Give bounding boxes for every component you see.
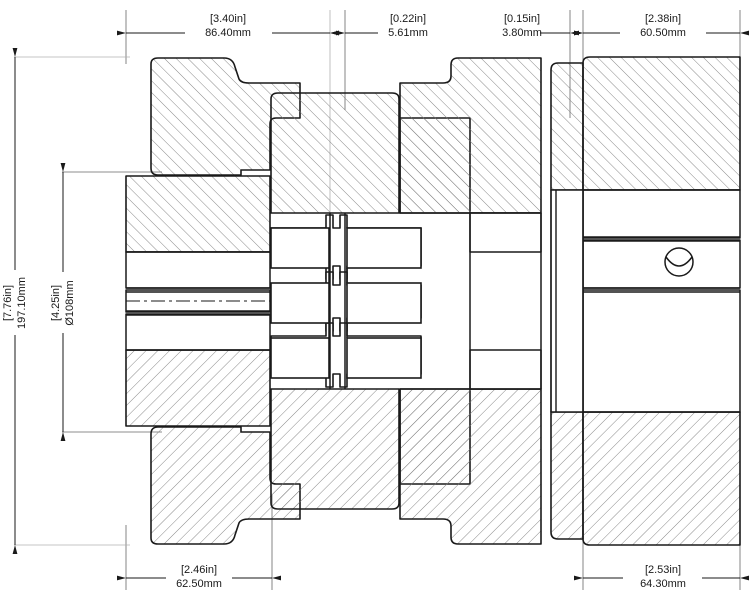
dim-bottom-2-53in: [2.53in] 64.30mm <box>574 564 749 590</box>
right-cavity-edges <box>469 212 542 390</box>
dimension-annotations: [3.40in] 86.40mm [0.22in] 5.61mm [0.15in… <box>2 13 749 590</box>
dim-bottom-2-46in: [2.46in] 62.50mm <box>117 564 281 590</box>
center-stem-lines <box>328 213 348 389</box>
left-main-body-upper <box>125 175 271 253</box>
slot-rectangles <box>270 227 422 379</box>
slot-upper-right <box>346 227 422 269</box>
far-right-stem-upper <box>550 62 584 191</box>
far-right-stem-lower <box>550 411 584 540</box>
slot-lower-left <box>270 337 330 379</box>
sphere-arc <box>665 256 693 267</box>
sphere-circle <box>664 247 694 277</box>
far-right-flange-upper <box>582 56 741 191</box>
dim-2-53in-mm: 64.30mm <box>640 578 686 590</box>
dim-left-4-25in: [4.25in] Ø108mm <box>50 163 76 441</box>
left-bore-band-mid <box>125 289 271 313</box>
dim-4-25in-mm: Ø108mm <box>64 280 76 325</box>
dim-top-0-22in: [0.22in] 5.61mm <box>297 13 428 39</box>
dim-0-15in-mm: 3.80mm <box>502 27 542 39</box>
dim-7-76in-mm: 197.10mm <box>16 277 28 329</box>
dim-2-53in-inch: [2.53in] <box>645 564 681 576</box>
dim-0-22in-mm: 5.61mm <box>388 27 428 39</box>
dim-2-38in-mm: 60.50mm <box>640 27 686 39</box>
right-cavity-lower <box>469 349 542 390</box>
left-body-bore-lines <box>126 251 271 351</box>
right-cavity-upper <box>469 212 542 253</box>
far-right-flange-lower <box>582 411 741 546</box>
lower-half <box>125 349 741 546</box>
central-block-upper <box>270 92 400 214</box>
right-flange-big-upper <box>399 57 542 214</box>
central-block-lower <box>270 388 400 510</box>
dim-2-38in-inch: [2.38in] <box>645 13 681 25</box>
right-chamber-lines <box>550 189 740 413</box>
sphere-detail <box>664 247 694 277</box>
slot-upper-left <box>270 227 330 269</box>
dim-2-46in-inch: [2.46in] <box>181 564 217 576</box>
upper-half <box>125 56 741 253</box>
dim-3-40in-mm: 86.40mm <box>205 27 251 39</box>
slot-mid-right <box>346 282 422 324</box>
left-top-flange-mirror <box>150 426 301 545</box>
right-flange-big-lower <box>399 388 542 545</box>
dim-2-46in-mm: 62.50mm <box>176 578 222 590</box>
slot-lower-right <box>346 337 422 379</box>
dim-0-22in-inch: [0.22in] <box>390 13 426 25</box>
dim-3-40in-inch: [3.40in] <box>210 13 246 25</box>
left-top-flange <box>150 57 301 176</box>
dim-4-25in-inch: [4.25in] <box>50 285 62 321</box>
left-main-body-lower <box>125 349 271 427</box>
left-bore-band-upper <box>125 251 271 289</box>
left-bore-band-lower <box>125 313 271 351</box>
far-right-chamber-mid <box>582 239 741 289</box>
dim-0-15in-inch: [0.15in] <box>504 13 540 25</box>
dim-7-76in-inch: [7.76in] <box>2 285 14 321</box>
dim-left-7-76in: [7.76in] 197.10mm <box>2 48 28 554</box>
dim-top-0-15in: [0.15in] 3.80mm <box>502 13 613 39</box>
far-right-chamber-bot <box>582 289 741 413</box>
slot-mid-left <box>270 282 330 324</box>
central-bore-region <box>125 189 741 413</box>
dim-top-2-38in: [2.38in] 60.50mm <box>574 13 749 39</box>
far-right-chamber-top <box>582 189 741 239</box>
